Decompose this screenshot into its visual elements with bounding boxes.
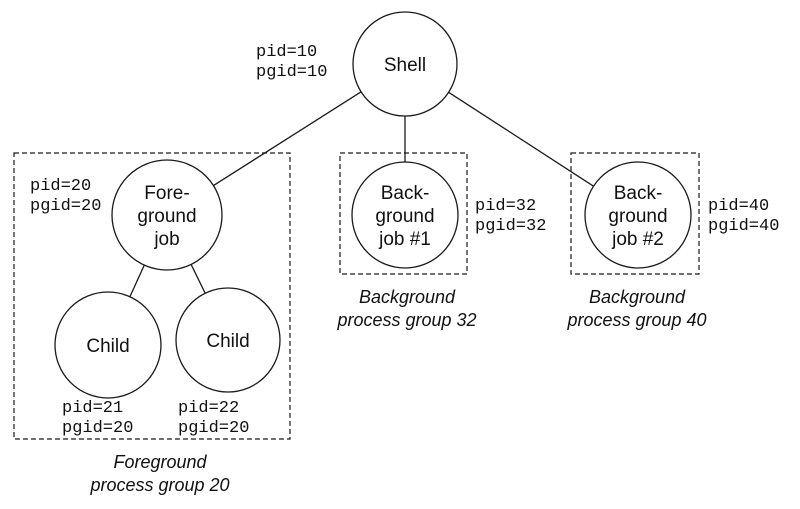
process-group-caption-bg1: Background <box>359 287 456 307</box>
pgid-label: pgid=10 <box>256 63 327 82</box>
edge-shell-to-bg2 <box>448 91 594 187</box>
process-node-label: Shell <box>384 55 426 76</box>
process-node-label: ground <box>137 206 196 227</box>
process-node-child2 <box>175 287 281 393</box>
pid-label: pid=22 <box>178 399 239 418</box>
nodes-layer <box>54 11 692 399</box>
pid-label: pid=20 <box>30 177 91 196</box>
process-node-label: Back- <box>614 183 663 204</box>
process-node-label: job #1 <box>378 229 431 250</box>
process-group-caption-fg: process group 20 <box>89 475 229 495</box>
process-node-bg1 <box>351 161 459 269</box>
process-node-label: Child <box>206 331 249 352</box>
process-group-caption-bg2: Background <box>589 287 686 307</box>
process-node-label: Back- <box>381 183 430 204</box>
group-boxes-layer <box>13 152 700 440</box>
pgid-label: pgid=20 <box>30 197 101 216</box>
pid-label: pid=21 <box>62 399 123 418</box>
edge-fg_job-to-child2 <box>190 264 206 294</box>
process-node-bg2 <box>584 161 692 269</box>
pgid-label: pgid=32 <box>475 217 546 236</box>
edge-fg_job-to-child1 <box>129 264 145 298</box>
process-node-label: ground <box>608 206 667 227</box>
process-group-box-fg <box>13 152 291 440</box>
process-group-caption-bg2: process group 40 <box>566 310 706 330</box>
process-group-caption-bg1: process group 32 <box>336 310 476 330</box>
pid-label: pid=32 <box>475 197 536 216</box>
pgid-label: pgid=20 <box>178 419 249 438</box>
process-node-label: job #2 <box>611 229 664 250</box>
process-node-label: ground <box>375 206 434 227</box>
edges-layer <box>129 91 594 298</box>
pid-label: pid=10 <box>256 43 317 62</box>
process-group-caption-fg: Foreground <box>113 452 207 472</box>
process-node-label: job <box>153 229 179 250</box>
edge-shell-to-fg_job <box>213 91 362 187</box>
labels-layer: Foreground process group 20 Background proc… <box>30 43 779 495</box>
pgid-label: pgid=20 <box>62 419 133 438</box>
process-node-shell <box>352 11 458 117</box>
process-node-child1 <box>54 291 162 399</box>
pid-label: pid=40 <box>708 197 769 216</box>
process-node-label: Child <box>86 336 129 357</box>
process-group-box-bg1 <box>339 152 468 275</box>
process-group-box-bg2 <box>570 152 700 275</box>
pgid-label: pgid=40 <box>708 217 779 236</box>
process-node-label: Fore- <box>144 183 189 204</box>
process-node-fg_job <box>111 159 223 271</box>
